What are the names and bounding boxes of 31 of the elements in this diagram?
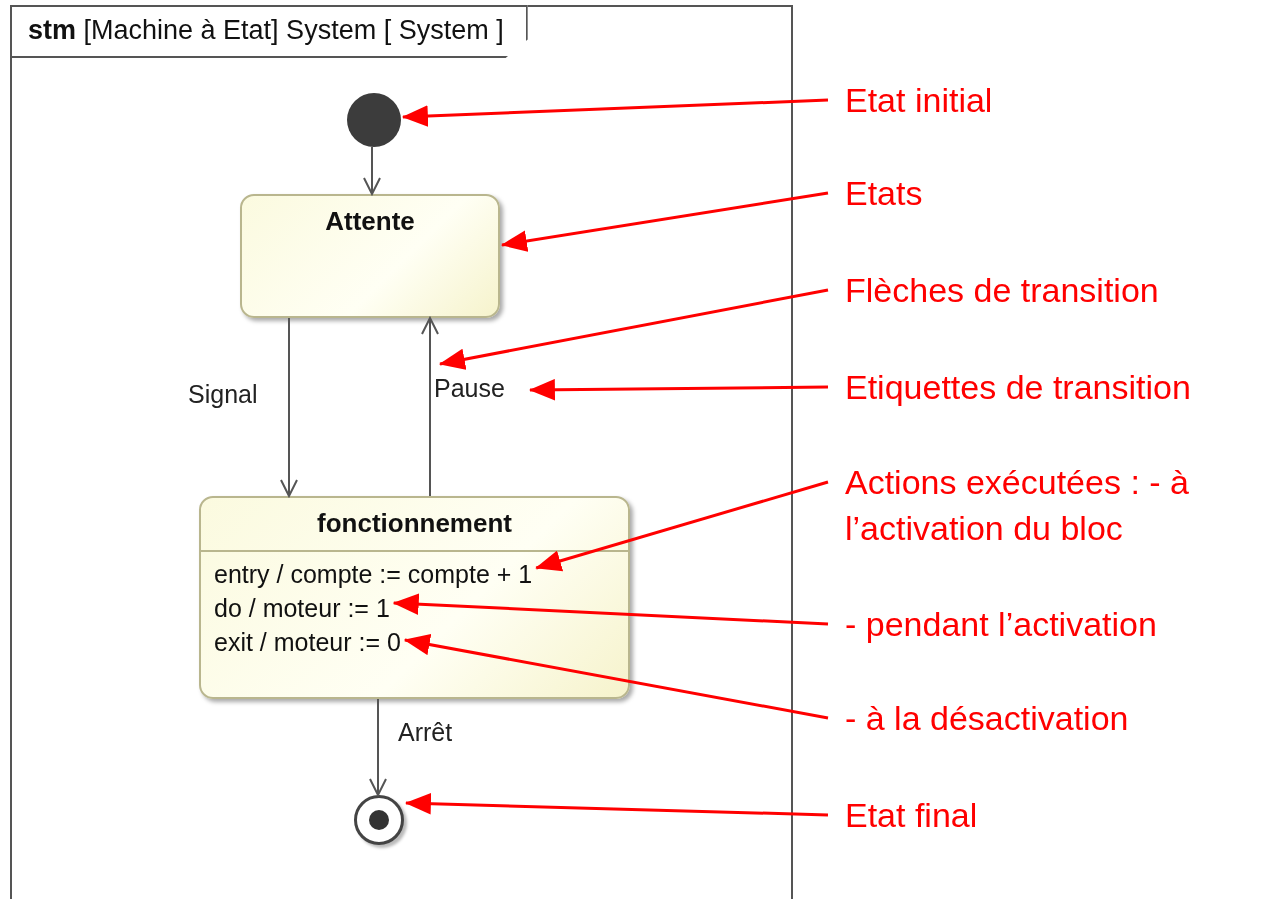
annotation-text: Etats [828,170,1248,216]
annotation-text: - à la désactivation [828,695,1268,741]
action-text: entry / compte := compte + 1 [214,560,533,589]
leader-arrow [403,633,829,720]
annotation-text: Etat initial [828,77,1248,123]
initial-state-dot [347,93,401,147]
transition-arrow [280,317,298,497]
state-name: fonctionnement [316,507,513,539]
leader-arrow [404,792,829,817]
transition-arrow [421,317,439,497]
state-name: Attente [324,205,416,237]
transition-arrow [369,698,387,796]
leader-arrow [528,378,828,401]
action-text: do / moteur := 1 [214,594,390,623]
final-state-symbol [354,795,404,845]
state-box [199,496,630,699]
annotation-text: Etiquettes de transition [828,364,1282,410]
leader-arrow [401,98,829,127]
annotation-text: - pendant l’activation [828,601,1268,647]
action-text: exit / moteur := 0 [214,628,401,657]
annotation-text: Flèches de transition [828,267,1268,313]
leader-arrow [392,593,829,626]
leader-arrow [500,191,829,252]
leader-arrow [535,480,829,572]
annotation-text: Actions exécutées : - à l’activation du bloc [828,459,1268,551]
frame-box [10,5,793,899]
frame-title: stm [Machine à Etat] System [ System ] [10,5,528,58]
state-box [240,194,500,318]
leader-arrow [438,288,829,370]
transition-arrow [363,146,381,195]
annotation-text: Etat final [828,792,1268,838]
